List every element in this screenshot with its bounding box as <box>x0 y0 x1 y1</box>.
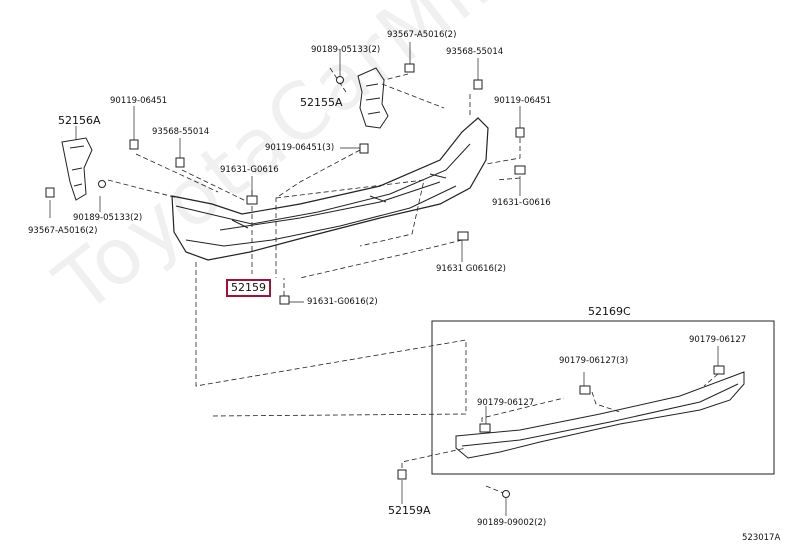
part-label-93567-left[interactable]: 93567-A5016(2) <box>28 226 98 236</box>
fastener-icon[interactable] <box>45 187 55 198</box>
part-label-91631-lower[interactable]: 91631 G0616(2) <box>436 264 507 274</box>
part-label-52156a[interactable]: 52156A <box>58 114 101 127</box>
part-label-91631-bottom[interactable]: 91631-G0616(2) <box>307 297 378 307</box>
part-label-52159a[interactable]: 52159A <box>388 504 431 517</box>
part-label-90189-top[interactable]: 90189-05133(2) <box>311 45 381 55</box>
part-label-90189-bottom[interactable]: 90189-09002(2) <box>477 518 547 528</box>
fastener-icon[interactable] <box>473 79 483 90</box>
fastener-icon[interactable] <box>502 490 510 498</box>
lower-parts-frame <box>431 320 775 475</box>
part-label-91631-a[interactable]: 91631-G0616 <box>220 165 279 175</box>
fastener-icon[interactable] <box>514 165 526 175</box>
diagram-id: 523017A <box>742 533 781 543</box>
part-label-90179-left[interactable]: 90179-06127 <box>477 398 535 408</box>
part-label-93567-top[interactable]: 93567-A5016(2) <box>387 30 457 40</box>
fastener-icon[interactable] <box>359 143 369 154</box>
part-label-90119-right[interactable]: 90119-06451 <box>494 96 552 106</box>
fastener-icon[interactable] <box>579 385 591 395</box>
part-label-52169c[interactable]: 52169C <box>588 305 631 318</box>
spoiler-52169c[interactable] <box>455 371 745 459</box>
fastener-icon[interactable] <box>129 139 139 150</box>
part-label-90119-left[interactable]: 90119-06451 <box>110 96 168 106</box>
fastener-icon[interactable] <box>279 295 290 305</box>
part-label-90119-mid[interactable]: 90119-06451(3) <box>265 143 335 153</box>
fastener-icon[interactable] <box>175 157 185 168</box>
fastener-icon[interactable] <box>246 195 258 205</box>
fastener-icon[interactable] <box>479 423 491 433</box>
part-label-52159-highlight[interactable]: 52159 <box>226 279 271 297</box>
part-label-93568-left[interactable]: 93568-55014 <box>152 127 210 137</box>
part-label-93568-top[interactable]: 93568-55014 <box>446 47 504 57</box>
fastener-icon[interactable] <box>713 365 725 375</box>
fastener-icon[interactable] <box>397 469 407 480</box>
fastener-icon[interactable] <box>515 127 525 138</box>
part-label-90179-mid[interactable]: 90179-06127(3) <box>559 356 629 366</box>
part-label-91631-right[interactable]: 91631-G0616 <box>492 198 551 208</box>
part-label-90189-left[interactable]: 90189-05133(2) <box>73 213 143 223</box>
part-label-52155a[interactable]: 52155A <box>300 96 343 109</box>
bumper-cover[interactable] <box>171 117 489 261</box>
fastener-icon[interactable] <box>98 180 106 188</box>
fastener-icon[interactable] <box>336 76 344 84</box>
bracket-52155a[interactable] <box>357 67 389 129</box>
fastener-icon[interactable] <box>457 231 469 241</box>
fastener-icon[interactable] <box>404 63 415 73</box>
part-label-90179-right[interactable]: 90179-06127 <box>689 335 747 345</box>
